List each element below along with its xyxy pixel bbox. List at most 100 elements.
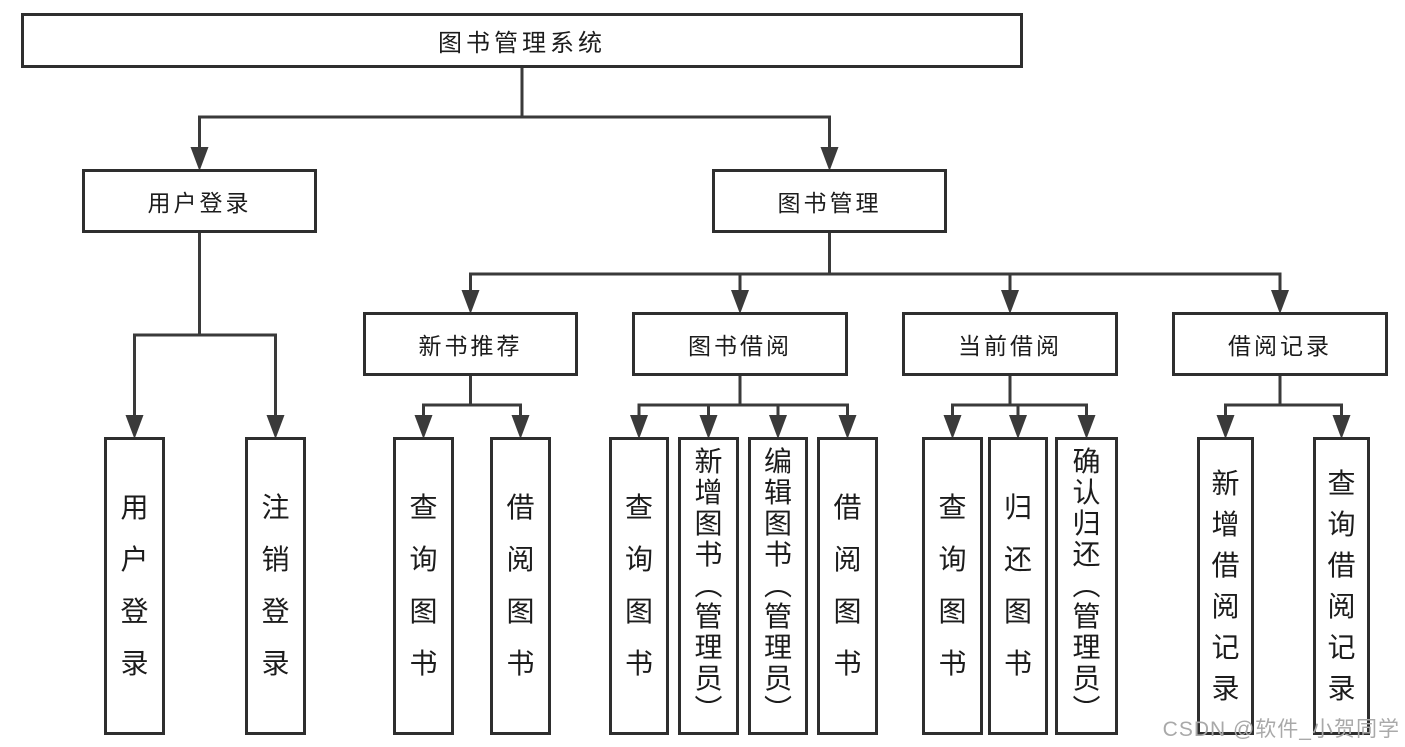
arrowhead-icon — [820, 147, 839, 171]
node-label-char: 查 — [938, 492, 967, 523]
node-label-char: ︵ — [694, 570, 723, 601]
node-leaf-add-book-admin: 新增图书︵管理员︶ — [678, 437, 739, 735]
watermark: CSDN @软件_小贺同学 — [1162, 718, 1400, 741]
node-label: 图书管理 — [777, 190, 882, 216]
node-leaf-user-login: 用户登录 — [104, 437, 165, 735]
node-label-char: 登 — [120, 596, 149, 627]
node-label-char: ︵ — [1072, 570, 1101, 601]
node-label-char: 询 — [1327, 508, 1356, 540]
node-label-char: 查 — [1327, 467, 1356, 499]
node-label: 用户登录 — [147, 190, 252, 216]
node-label-char: 认 — [1072, 477, 1101, 508]
arrowhead-icon — [1009, 415, 1027, 439]
node-label-char: 记 — [1327, 631, 1356, 663]
node-label-char: 询 — [409, 544, 438, 575]
node-label-char: 图 — [506, 596, 535, 627]
node-label-char: 图 — [409, 596, 438, 627]
node-leaf-confirm-return-admin: 确认归还︵管理员︶ — [1055, 437, 1118, 735]
node-label-char: 新 — [694, 446, 723, 477]
node-label-char: 书 — [833, 648, 862, 679]
arrowhead-icon — [511, 415, 530, 439]
node-label-char: 借 — [506, 492, 535, 523]
node-label-char: 理 — [1072, 632, 1101, 663]
node-label-char: ︶ — [763, 694, 792, 725]
node-current-borrow: 当前借阅 — [902, 312, 1118, 376]
node-label-char: ︶ — [1072, 694, 1101, 725]
node-label-char: 编 — [763, 446, 792, 477]
node-label-char: 录 — [261, 648, 290, 679]
node-label-char: ︵ — [763, 570, 792, 601]
node-label-char: 图 — [763, 508, 792, 539]
node-book-borrow: 图书借阅 — [632, 312, 848, 376]
arrowhead-icon — [838, 415, 857, 439]
node-label-char: ︶ — [694, 694, 723, 725]
node-leaf-add-borrow-record: 新增借阅记录 — [1197, 437, 1254, 735]
node-leaf-borrow-books-1: 借阅图书 — [490, 437, 551, 735]
node-label-char: 书 — [1003, 648, 1032, 679]
arrowhead-icon — [769, 415, 787, 439]
node-new-book-rec: 新书推荐 — [363, 312, 578, 376]
node-label-char: 管 — [763, 601, 792, 632]
arrowhead-icon — [461, 290, 480, 314]
node-label-char: 确 — [1072, 446, 1101, 477]
node-user-login: 用户登录 — [82, 169, 317, 233]
arrowhead-icon — [1077, 415, 1096, 439]
node-label-char: 图 — [1003, 596, 1032, 627]
node-label-char: 销 — [261, 544, 290, 575]
node-label-char: 记 — [1211, 631, 1240, 663]
node-leaf-query-borrow-record: 查询借阅记录 — [1313, 437, 1370, 735]
node-label-char: 用 — [120, 492, 149, 523]
arrowhead-icon — [1271, 290, 1289, 314]
node-label-char: 书 — [409, 648, 438, 679]
node-label-char: 员 — [763, 663, 792, 694]
node-label-char: 辑 — [763, 477, 792, 508]
node-label: 新书推荐 — [418, 333, 523, 359]
node-label-char: 询 — [938, 544, 967, 575]
node-leaf-edit-book-admin: 编辑图书︵管理员︶ — [748, 437, 808, 735]
node-label-char: 还 — [1072, 539, 1101, 570]
node-label-char: 图 — [694, 508, 723, 539]
node-label-char: 归 — [1072, 508, 1101, 539]
node-label-char: 书 — [694, 539, 723, 570]
node-label-char: 录 — [1327, 672, 1356, 704]
node-label-char: 书 — [506, 648, 535, 679]
node-leaf-logout: 注销登录 — [245, 437, 306, 735]
arrowhead-icon — [1001, 290, 1019, 314]
node-label-char: 员 — [694, 663, 723, 694]
node-label-char: 新 — [1211, 467, 1240, 499]
node-leaf-query-books-1: 查询图书 — [393, 437, 454, 735]
node-label-char: 图 — [938, 596, 967, 627]
node-label-char: 图 — [833, 596, 862, 627]
node-label-char: 户 — [120, 544, 149, 575]
node-label-char: 阅 — [1327, 590, 1356, 622]
arrowhead-icon — [699, 415, 718, 439]
node-label-char: 借 — [1211, 549, 1240, 581]
node-leaf-return-book: 归还图书 — [988, 437, 1048, 735]
node-label-char: 借 — [1327, 549, 1356, 581]
node-label-char: 登 — [261, 596, 290, 627]
node-label-char: 管 — [694, 601, 723, 632]
node-label-char: 管 — [1072, 601, 1101, 632]
node-label-char: 图 — [624, 596, 653, 627]
node-label-char: 增 — [694, 477, 723, 508]
node-label-char: 书 — [763, 539, 792, 570]
node-label-char: 归 — [1003, 492, 1032, 523]
arrowhead-icon — [266, 415, 285, 439]
node-leaf-borrow-books-2: 借阅图书 — [817, 437, 878, 735]
node-label-char: 阅 — [506, 544, 535, 575]
arrowhead-icon — [630, 415, 648, 439]
node-book-mgmt: 图书管理 — [712, 169, 947, 233]
node-label: 借阅记录 — [1228, 333, 1332, 359]
node-label-char: 还 — [1003, 544, 1032, 575]
node-label-char: 书 — [624, 648, 653, 679]
node-label-char: 注 — [261, 492, 290, 523]
arrowhead-icon — [943, 415, 962, 439]
arrowhead-icon — [414, 415, 433, 439]
node-label: 图书管理系统 — [438, 30, 606, 57]
node-label-char: 录 — [1211, 672, 1240, 704]
arrowhead-icon — [1216, 415, 1235, 439]
arrowhead-icon — [731, 290, 749, 314]
node-label-char: 阅 — [1211, 590, 1240, 622]
